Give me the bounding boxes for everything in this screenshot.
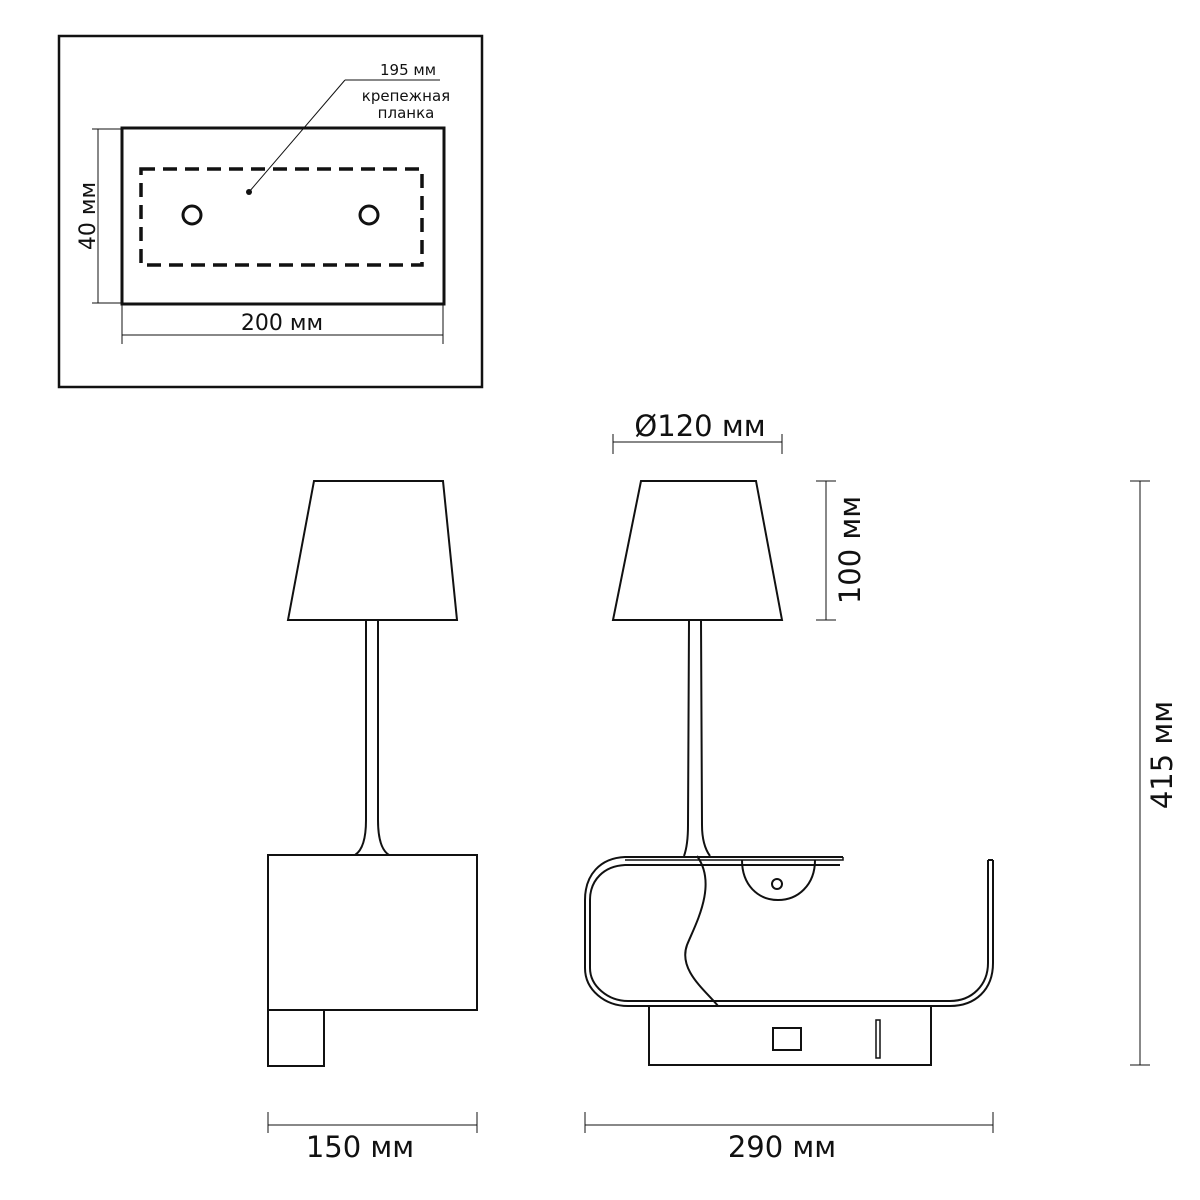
plate-width-label: 200 мм — [241, 311, 323, 336]
side-stem-right — [700, 619, 711, 857]
bracket-label-line1: крепежная — [362, 87, 450, 105]
inset-frame — [57, 34, 484, 389]
front-base-foot — [267, 1009, 325, 1067]
front-lampshade — [286, 480, 459, 621]
side-lampshade — [611, 480, 784, 621]
bracket-label-line2: планка — [378, 104, 435, 122]
usb-port — [772, 1027, 802, 1051]
front-stem-right — [377, 620, 390, 856]
screw-hole-left — [181, 204, 203, 226]
side-base-box — [648, 1005, 932, 1066]
front-view: 150 мм — [267, 480, 478, 1164]
side-width-label: 290 мм — [728, 1130, 836, 1164]
front-stem-left — [354, 620, 367, 856]
front-body-box — [267, 854, 478, 1011]
plate-height-label: 40 мм — [76, 182, 101, 250]
wall-plate-outline — [120, 126, 446, 306]
spot-light-pivot — [771, 878, 783, 890]
mounting-plate-inset: 195 мм крепежная планка 40 мм 200 мм — [57, 34, 484, 389]
shelf-outer — [584, 856, 994, 1007]
switch-slot — [875, 1019, 881, 1059]
power-cable — [684, 855, 719, 1007]
spot-light-housing — [741, 859, 816, 902]
shade-height-label: 100 мм — [833, 496, 867, 604]
total-height-label: 415 мм — [1145, 701, 1179, 809]
shelf-top-edge — [625, 857, 844, 861]
screw-hole-right — [358, 204, 380, 226]
side-stem-left — [683, 619, 690, 857]
shade-diameter-label: Ø120 мм — [634, 409, 765, 443]
mounting-bracket-dashed — [139, 167, 424, 267]
total-height-dimension: 415 мм — [1130, 480, 1179, 1066]
bracket-length-label: 195 мм — [380, 61, 436, 79]
side-view: Ø120 мм 100 мм 290 мм — [584, 409, 994, 1164]
shelf-inner — [589, 860, 989, 1002]
front-width-label: 150 мм — [306, 1130, 414, 1164]
leader-line — [248, 79, 346, 193]
